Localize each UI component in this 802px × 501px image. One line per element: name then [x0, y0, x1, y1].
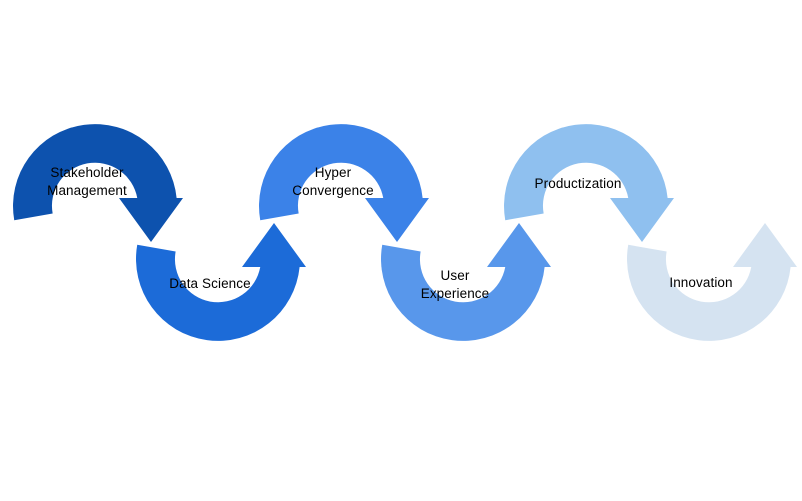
flow-arrow-productization	[504, 124, 674, 242]
flow-arrow-user-experience	[381, 223, 551, 341]
flow-arrow-hyper-convergence	[259, 124, 429, 242]
flow-arrow-stakeholder-management	[13, 124, 184, 242]
flow-arrow-innovation	[627, 223, 797, 341]
flow-arrow-data-science	[136, 223, 306, 341]
